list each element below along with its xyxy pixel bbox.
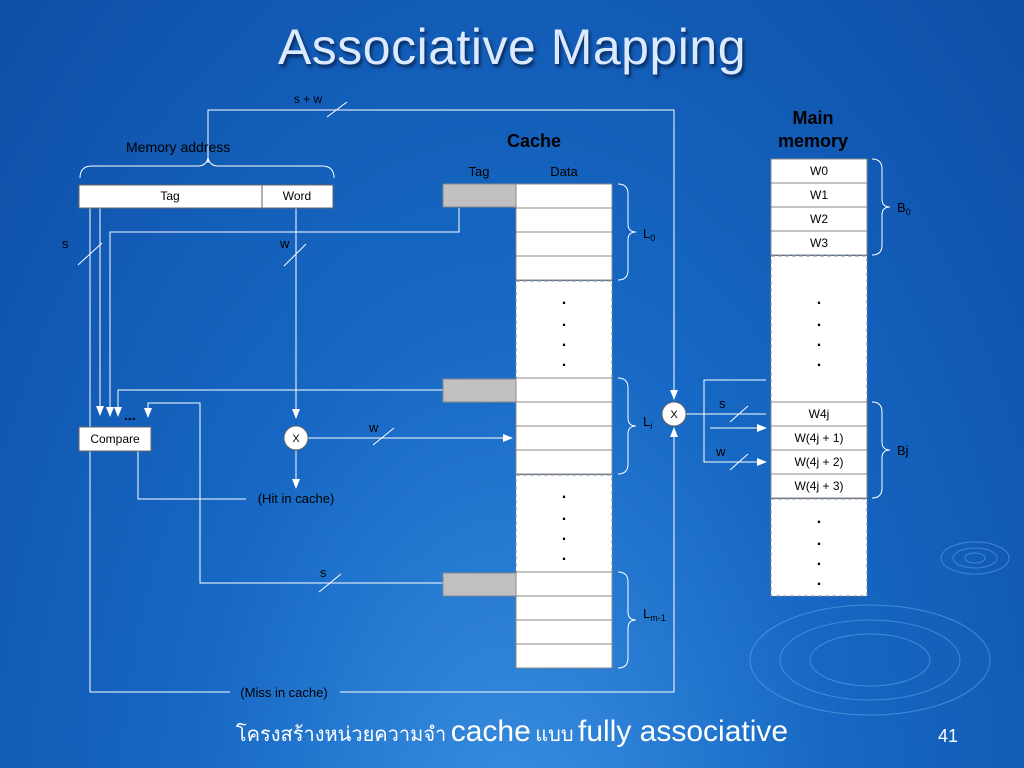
compare-label: Compare <box>90 432 140 446</box>
main-memory-table <box>770 158 868 597</box>
compare-x-label: X <box>292 433 300 445</box>
main-memory-title-1: Main <box>792 108 833 128</box>
cache-dot: . <box>562 291 566 308</box>
memory-word: W(4j + 1) <box>794 431 843 445</box>
caption-en-2: fully associative <box>577 715 789 748</box>
cache-table <box>442 183 613 669</box>
cache-dot: . <box>562 353 566 370</box>
memory-word: W2 <box>810 212 828 226</box>
s-plus-w-line <box>207 109 678 400</box>
caption-en-1: cache <box>450 715 531 748</box>
cache-dot: . <box>562 547 566 564</box>
w-to-memory-label: w <box>715 444 726 459</box>
cache-dot: . <box>562 527 566 544</box>
memory-word: W4j <box>809 407 830 421</box>
compare-box <box>78 426 152 452</box>
miss-in-cache-label: (Miss in cache) <box>240 685 327 700</box>
compare-x-circle <box>283 425 309 451</box>
block-label-bj: Bj <box>897 443 909 458</box>
word-field-label: Word <box>283 189 311 203</box>
cache-dot: . <box>562 485 566 502</box>
s-slash <box>77 242 103 266</box>
cache-data-column-label: Data <box>550 164 578 179</box>
cache-dot: . <box>562 313 566 330</box>
caption-thai-1: โครงสร้างหน่วยความจำ <box>235 722 447 746</box>
memory-dot: . <box>817 510 821 527</box>
memory-dot: . <box>817 291 821 308</box>
memory-word: W1 <box>810 188 828 202</box>
s-plus-w-label: s + w <box>294 92 323 106</box>
memory-dot: . <box>817 572 821 589</box>
s-to-cache-label: s <box>320 565 327 580</box>
memory-dot: . <box>817 353 821 370</box>
w-bus-label: w <box>279 236 290 251</box>
line-label-li: Li <box>643 414 652 431</box>
memory-x-circle <box>661 401 687 427</box>
main-memory-title-2: memory <box>778 131 848 151</box>
memory-dot: . <box>817 532 821 549</box>
line-label-l0: L0 <box>643 226 655 243</box>
tag-field-label: Tag <box>160 189 179 203</box>
cache-tag-li <box>442 378 517 403</box>
memory-address-label: Memory address <box>126 139 230 155</box>
memory-word: W3 <box>810 236 828 250</box>
memory-dot: . <box>817 313 821 330</box>
ripple-decoration <box>749 541 1010 716</box>
slide-title: Associative Mapping <box>277 19 747 75</box>
hit-in-cache-label: (Hit in cache) <box>258 491 335 506</box>
memory-x-label: X <box>670 409 678 421</box>
w-to-cache-label: w <box>368 420 379 435</box>
memory-dot: . <box>817 333 821 350</box>
cache-tag-l0 <box>442 183 517 208</box>
slide-caption: โครงสร้างหน่วยความจำ cache แบบ fully ass… <box>0 715 1024 750</box>
s-to-memory-label: s <box>719 396 726 411</box>
block-label-b0: B0 <box>897 200 911 217</box>
line-label-lm: Lm-1 <box>643 606 666 623</box>
word-field-box <box>261 184 334 209</box>
cache-dot: . <box>562 333 566 350</box>
s-plus-w-slash <box>326 101 348 118</box>
cache-tag-lm <box>442 572 517 597</box>
memory-word: W(4j + 2) <box>794 455 843 469</box>
cache-dot: . <box>562 507 566 524</box>
memory-dot: . <box>817 552 821 569</box>
caption-thai-2: แบบ <box>535 722 574 746</box>
memory-word: W0 <box>810 164 828 178</box>
compare-ellipsis: ... <box>124 407 136 423</box>
memory-address-brace <box>79 157 335 179</box>
w-slash <box>283 243 307 267</box>
s-bus-label: s <box>62 236 69 251</box>
cache-title: Cache <box>507 131 561 151</box>
page-number: 41 <box>938 726 959 746</box>
memory-word: W(4j + 3) <box>794 479 843 493</box>
cache-tag-column-label: Tag <box>469 164 490 179</box>
